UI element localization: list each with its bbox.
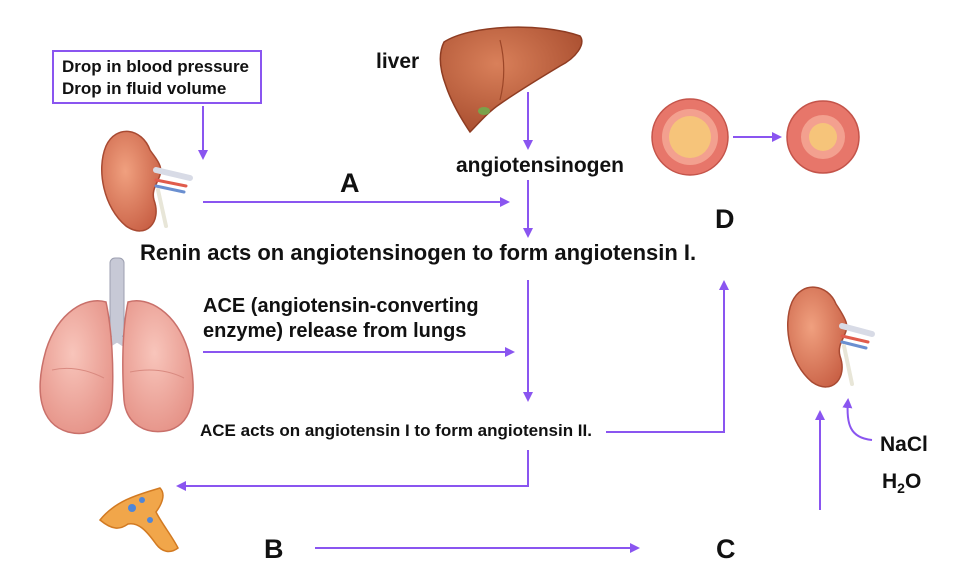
adrenal-gland-icon xyxy=(98,487,179,553)
arrow-nacl-to-kidney xyxy=(842,398,873,441)
nacl-label: NaCl xyxy=(880,433,928,456)
blank-label-b: B xyxy=(264,534,284,564)
h2o-h: H xyxy=(882,470,898,493)
arrows xyxy=(176,92,873,553)
h2o-subscript: 2 xyxy=(897,480,905,497)
trigger-box: Drop in blood pressure Drop in fluid vol… xyxy=(52,50,262,104)
ace-step-label: ACE acts on angiotensin I to form angiot… xyxy=(200,421,592,440)
h2o-o: O xyxy=(904,470,922,493)
angiotensinogen-label: angiotensinogen xyxy=(456,154,624,177)
trigger-line-fluid-volume: Drop in fluid volume xyxy=(62,79,227,98)
arrow-ace-step-to-adrenal xyxy=(176,450,529,491)
renin-step-label: Renin acts on angiotensinogen to form an… xyxy=(140,240,697,265)
liver-label: liver xyxy=(376,50,420,73)
blank-label-d: D xyxy=(715,204,735,234)
blank-label-c: C xyxy=(716,534,736,564)
kidney-icon xyxy=(787,286,875,388)
ace-release-line-1: ACE (angiotensin-converting xyxy=(203,295,479,317)
blank-label-a: A xyxy=(340,168,360,198)
arrow-ace-step-to-d xyxy=(606,280,729,433)
ace-release-line-2: enzyme) release from lungs xyxy=(203,320,467,342)
lungs-icon xyxy=(39,257,194,435)
blood-vessel-icon xyxy=(651,98,860,176)
liver-icon xyxy=(439,26,583,134)
trigger-line-blood-pressure: Drop in blood pressure xyxy=(62,57,250,76)
h2o-label: H2O xyxy=(882,470,921,496)
kidney-icon xyxy=(101,130,193,232)
